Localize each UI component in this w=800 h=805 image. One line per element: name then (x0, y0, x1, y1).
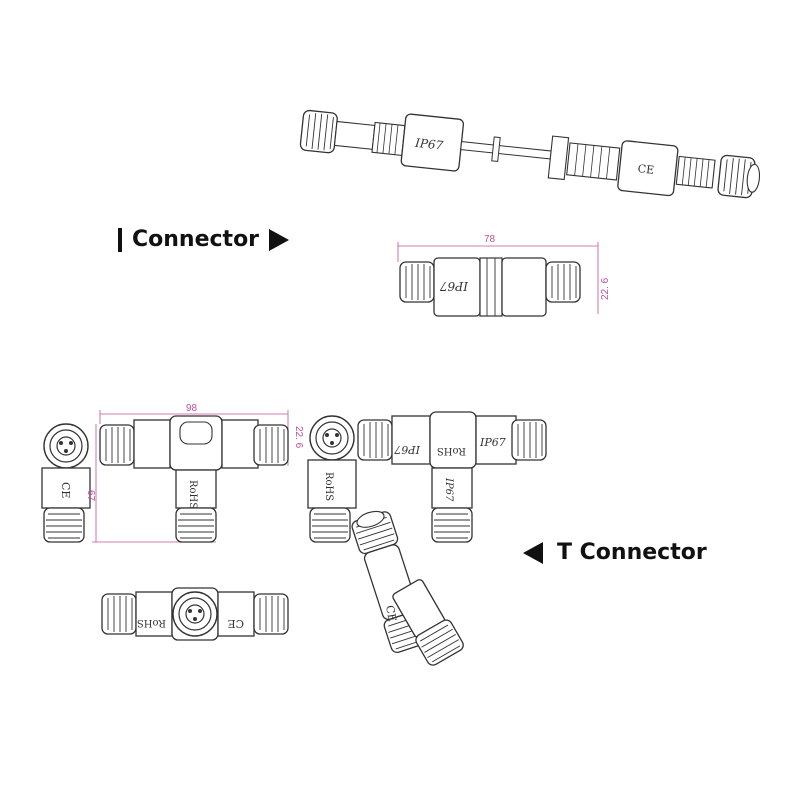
connector-label-text: Connector (132, 227, 260, 252)
exploded-connector: IP67 CE (299, 109, 761, 199)
t-connector-end-view-left: CE (41, 423, 91, 543)
straight-length-dimension: 78 (484, 234, 496, 245)
t-length-dimension: 98 (186, 403, 198, 414)
top-view-ip-mark-right: IP67 (479, 436, 506, 449)
t-connector-label-text: T Connector (557, 540, 707, 565)
t-connector-label: T Connector (523, 540, 707, 565)
exploded-ip-mark: IP67 (413, 136, 444, 153)
t-connector-perspective: CE (349, 509, 467, 668)
top-view-ip-mark-bottom: IP67 (443, 477, 454, 502)
t-connector-side-view: 98 22. 6 67 RoHS (85, 403, 304, 543)
connector-label: Connector (118, 227, 290, 252)
arrow-left-icon (523, 541, 543, 564)
t-connector-end-view-right: RoHS (307, 415, 357, 543)
straight-diameter-dimension: 22. 6 (600, 277, 611, 300)
top-view-rohs-mark: RoHS (437, 445, 466, 456)
t-connector-top-view: IP67 RoHS IP67 IP67 (357, 411, 547, 543)
top-view-ip-mark-left: IP67 (394, 443, 421, 456)
side-view-mark: RoHS (187, 480, 198, 509)
t-connector-bottom-view: RoHS CE (101, 587, 289, 641)
end-view-rohs-mark: RoHS (323, 472, 334, 501)
exploded-ce-mark: CE (637, 162, 655, 177)
bottom-view-rohs-mark: RoHS (137, 617, 166, 628)
label-bar-icon (118, 227, 122, 252)
bottom-view-ce-mark: CE (228, 617, 244, 630)
end-view-ce-mark-left: CE (59, 482, 72, 498)
t-diameter-dimension: 22. 6 (293, 426, 304, 449)
t-height-dimension: 67 (85, 490, 96, 502)
straight-connector-drawing: 78 22. 6 IP67 (397, 234, 611, 317)
straight-ip-mark: IP67 (440, 279, 469, 293)
arrow-right-icon (269, 228, 290, 251)
perspective-ce-mark: CE (383, 604, 399, 622)
